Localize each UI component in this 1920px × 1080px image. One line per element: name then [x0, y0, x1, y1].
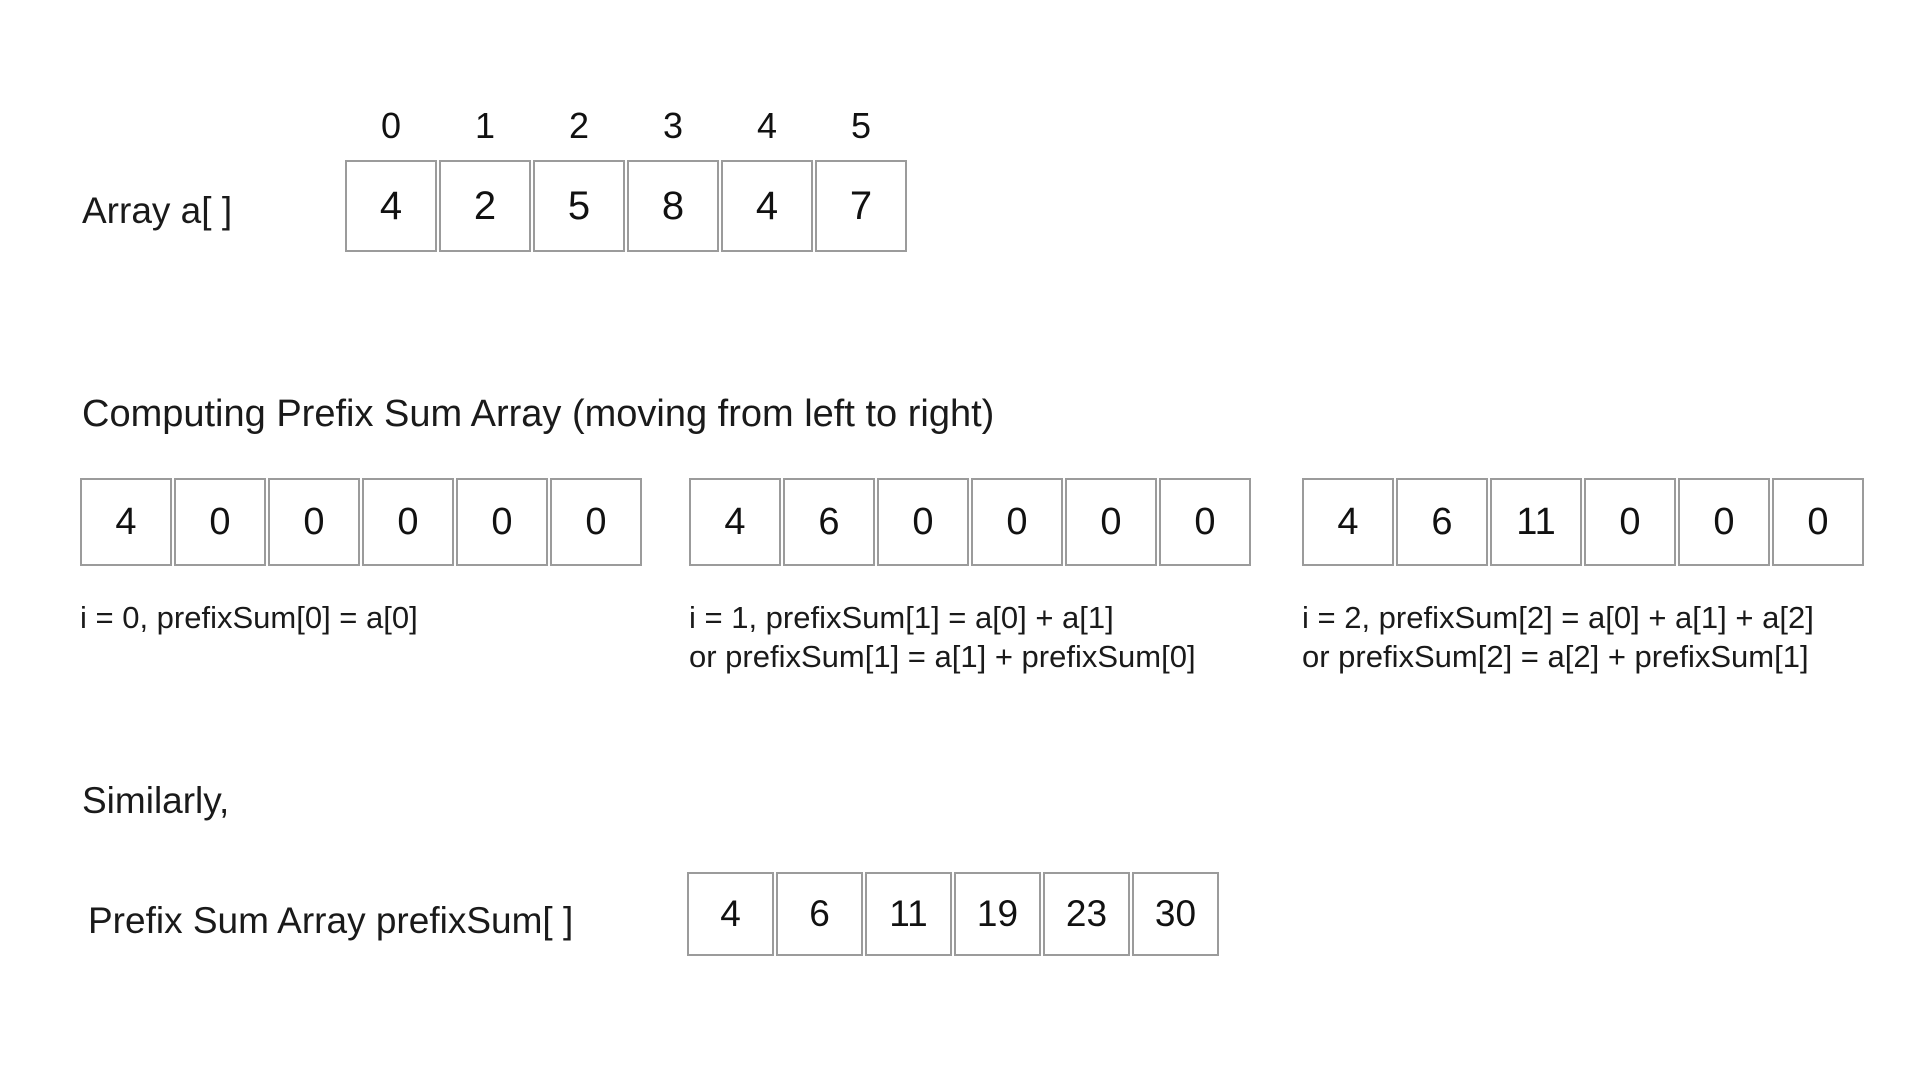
prefix-step-2: 4 6 11 0 0 0 i = 2, prefixSum[2] = a[0] … — [1302, 478, 1864, 677]
prefix-step-2-cell-2: 11 — [1490, 478, 1582, 566]
prefix-step-1-caption: i = 1, prefixSum[1] = a[0] + a[1] or pre… — [689, 598, 1251, 677]
prefix-step-2-caption-line2: or prefixSum[2] = a[2] + prefixSum[1] — [1302, 639, 1809, 675]
prefix-final-cell-5: 30 — [1132, 872, 1219, 956]
prefix-step-0-cell-0: 4 — [80, 478, 172, 566]
array-a-index-3: 3 — [662, 105, 684, 146]
array-a-cells: 4 2 5 8 4 7 — [345, 160, 907, 252]
prefix-step-0-cell-5: 0 — [550, 478, 642, 566]
array-a-index-1: 1 — [474, 105, 496, 146]
prefix-step-2-caption: i = 2, prefixSum[2] = a[0] + a[1] + a[2]… — [1302, 598, 1864, 677]
array-a-index-4: 4 — [756, 105, 778, 146]
prefix-step-1-cell-2: 0 — [877, 478, 969, 566]
prefix-final-cell-4: 23 — [1043, 872, 1130, 956]
prefix-step-1-caption-line1: i = 1, prefixSum[1] = a[0] + a[1] — [689, 600, 1114, 635]
prefix-step-2-cell-1: 6 — [1396, 478, 1488, 566]
prefix-final-cell-1: 6 — [776, 872, 863, 956]
prefix-step-1-caption-line2: or prefixSum[1] = a[1] + prefixSum[0] — [689, 639, 1196, 675]
prefix-step-0-cell-1: 0 — [174, 478, 266, 566]
array-a-cell-1: 2 — [439, 160, 531, 252]
computing-prefix-sum-heading: Computing Prefix Sum Array (moving from … — [82, 393, 995, 435]
prefix-step-2-caption-line1: i = 2, prefixSum[2] = a[0] + a[1] + a[2] — [1302, 600, 1814, 635]
prefix-step-1-cell-5: 0 — [1159, 478, 1251, 566]
array-a-cell-5: 7 — [815, 160, 907, 252]
prefix-step-1-cell-3: 0 — [971, 478, 1063, 566]
array-a-cell-2: 5 — [533, 160, 625, 252]
prefix-final-cells: 4 6 11 19 23 30 — [687, 872, 1219, 956]
prefix-step-1-cell-4: 0 — [1065, 478, 1157, 566]
prefix-step-1: 4 6 0 0 0 0 i = 1, prefixSum[1] = a[0] +… — [689, 478, 1251, 677]
prefix-step-0-caption-line1: i = 0, prefixSum[0] = a[0] — [80, 600, 418, 635]
array-a-cell-4: 4 — [721, 160, 813, 252]
prefix-step-1-cell-0: 4 — [689, 478, 781, 566]
prefix-step-0-cell-4: 0 — [456, 478, 548, 566]
array-a-label: Array a[ ] — [82, 190, 233, 231]
prefix-final-cell-2: 11 — [865, 872, 952, 956]
prefix-step-0-cells: 4 0 0 0 0 0 — [80, 478, 642, 566]
prefix-final-cell-3: 19 — [954, 872, 1041, 956]
prefix-step-0-cell-2: 0 — [268, 478, 360, 566]
prefix-step-1-cell-1: 6 — [783, 478, 875, 566]
prefix-step-1-cells: 4 6 0 0 0 0 — [689, 478, 1251, 566]
array-a-cell-0: 4 — [345, 160, 437, 252]
prefix-step-2-cell-5: 0 — [1772, 478, 1864, 566]
prefix-step-0-cell-3: 0 — [362, 478, 454, 566]
array-a-index-0: 0 — [380, 105, 402, 146]
prefix-final-cell-0: 4 — [687, 872, 774, 956]
array-a-index-row: 0 1 2 3 4 5 — [345, 105, 907, 147]
array-a-index-5: 5 — [850, 105, 872, 146]
array-a-cell-3: 8 — [627, 160, 719, 252]
prefix-final-label: Prefix Sum Array prefixSum[ ] — [88, 900, 574, 941]
prefix-step-0-caption: i = 0, prefixSum[0] = a[0] — [80, 598, 642, 637]
prefix-step-2-cells: 4 6 11 0 0 0 — [1302, 478, 1864, 566]
prefix-step-2-cell-0: 4 — [1302, 478, 1394, 566]
prefix-step-0: 4 0 0 0 0 0 i = 0, prefixSum[0] = a[0] — [80, 478, 642, 637]
array-a-index-2: 2 — [568, 105, 590, 146]
similarly-text: Similarly, — [82, 780, 230, 821]
prefix-step-2-cell-3: 0 — [1584, 478, 1676, 566]
prefix-step-2-cell-4: 0 — [1678, 478, 1770, 566]
